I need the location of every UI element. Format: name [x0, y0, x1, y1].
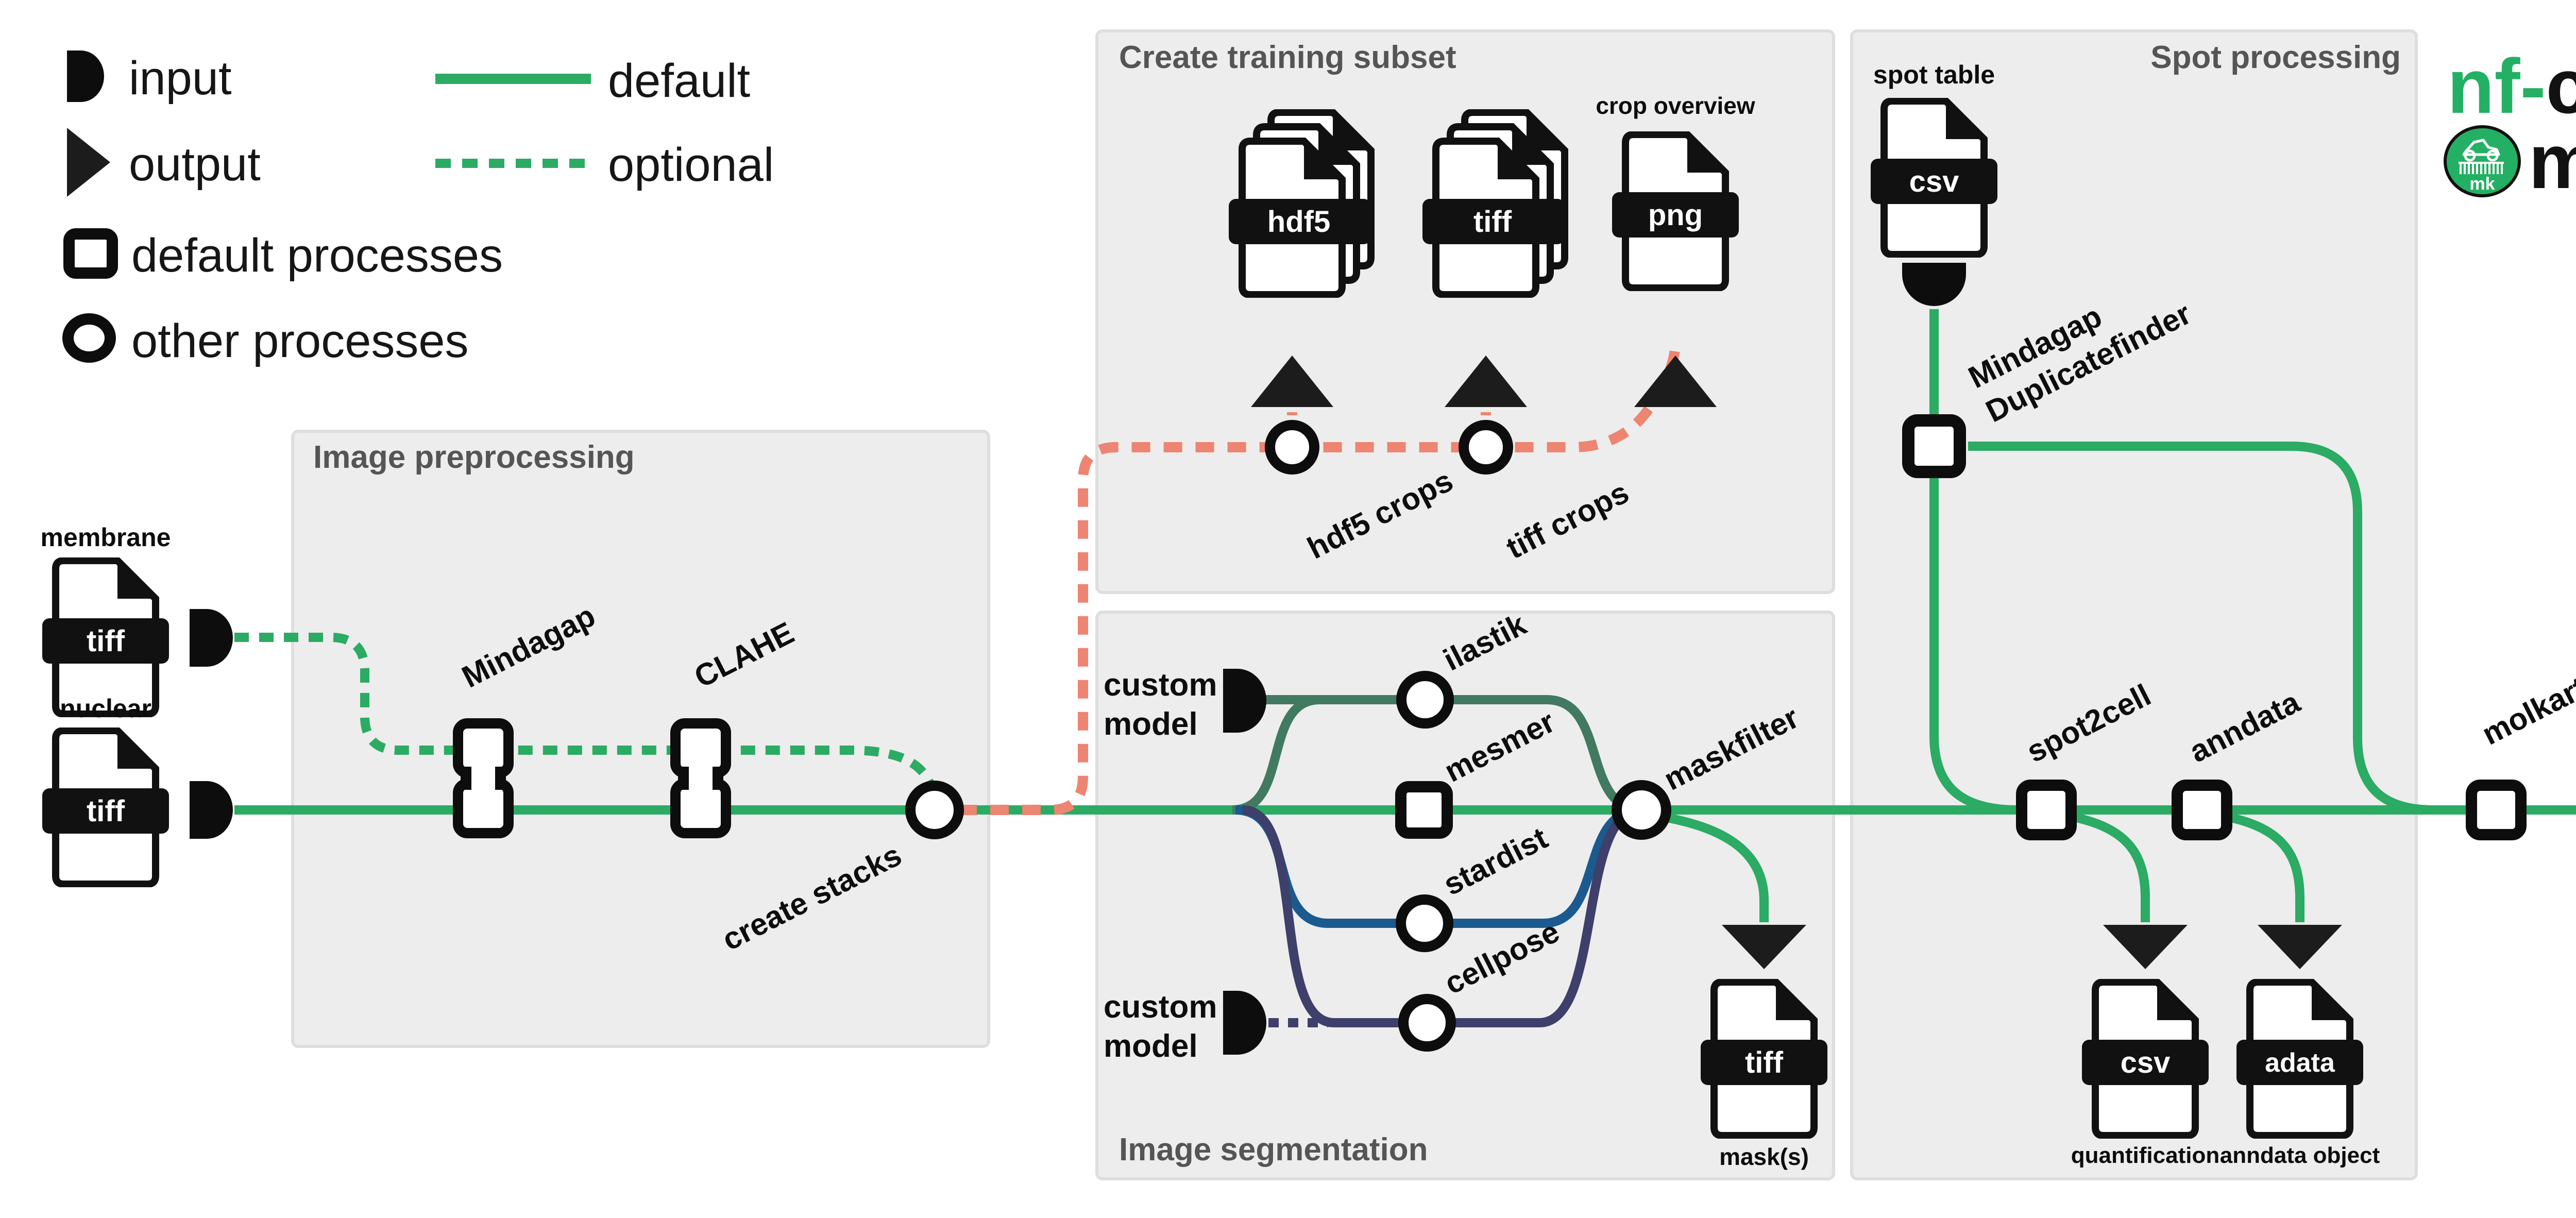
custom-model-top-line2: model	[1104, 706, 1198, 742]
tiff-crops-file-icon: tiff	[1422, 109, 1568, 298]
node-stardist	[1396, 894, 1453, 952]
panel-image-preprocessing	[291, 430, 990, 1048]
node-mindagap-duplicatefinder	[1902, 414, 1966, 478]
hdf5-crops-file-icon: hdf5	[1229, 109, 1375, 298]
nuclear-input-glyph	[190, 781, 233, 839]
edge-duplicatefinder-right	[1968, 442, 2434, 815]
custom-model-bottom-line1: custom	[1104, 989, 1217, 1025]
edge-optional-membrane	[234, 633, 939, 809]
nuclear-caption: nuclear	[60, 694, 151, 723]
quantification-csv-file-icon: csv	[2082, 979, 2209, 1139]
edge-spot2cell-quantification	[2062, 810, 2150, 922]
legend-optional-line	[435, 159, 591, 168]
title-create-training-subset: Create training subset	[1119, 40, 1456, 75]
legend-input-label: input	[129, 52, 232, 105]
title-image-preprocessing: Image preprocessing	[313, 439, 635, 475]
molkart-badge-text: mk	[2469, 174, 2495, 194]
legend-default-line	[435, 74, 591, 84]
hdf5-ext-label: hdf5	[1267, 205, 1330, 239]
legend-output-label: output	[129, 138, 261, 191]
nuclear-ext-label: tiff	[87, 794, 125, 828]
masks-ext-label: tiff	[1745, 1046, 1784, 1079]
molkart-badge-icon: mk	[2444, 125, 2521, 197]
quantification-ext-label: csv	[2121, 1046, 2171, 1079]
node-maskfilter	[1612, 780, 1671, 840]
legend-other-processes-label: other processes	[131, 315, 469, 367]
custom-model-bottom-label: custom model	[1104, 988, 1217, 1066]
molkart-logo-text: molkart	[2529, 118, 2576, 205]
edge-ilastik-connector	[1232, 695, 1320, 815]
nfcore-logo-text: nf-core/	[2447, 47, 2576, 125]
title-image-segmentation: Image segmentation	[1119, 1132, 1428, 1168]
membrane-input-glyph	[190, 609, 233, 667]
anndata-ext-label: adata	[2265, 1048, 2335, 1078]
quantification-caption: quantification	[2071, 1143, 2220, 1168]
node-anndata	[2172, 780, 2232, 840]
node-mindagap-neck	[461, 767, 506, 790]
edge-anndata-object	[2216, 810, 2304, 922]
title-spot-processing: Spot processing	[2150, 40, 2401, 75]
edge-training-salmon	[958, 342, 1681, 815]
png-ext-label: png	[1648, 198, 1703, 232]
custom-model-bottom-line2: model	[1104, 1028, 1198, 1064]
nfcore-logo-nf: nf-	[2447, 43, 2546, 129]
node-mindagap	[453, 718, 514, 838]
membrane-ext-label: tiff	[87, 624, 125, 658]
node-spot2cell	[2016, 780, 2077, 840]
masks-caption: mask(s)	[1719, 1143, 1809, 1170]
node-molkartqc	[2466, 780, 2527, 840]
nfcore-logo-core: core/	[2546, 43, 2576, 129]
spot-table-ext-label: csv	[1909, 165, 1959, 198]
custom-model-top-label: custom model	[1104, 666, 1217, 744]
legend-default-process-icon	[63, 228, 118, 279]
node-create-stacks	[905, 781, 964, 839]
node-clahe-neck	[678, 767, 723, 790]
membrane-caption: membrane	[40, 523, 171, 552]
legend-input-icon	[67, 50, 104, 102]
membrane-tiff-file-icon: tiff	[42, 557, 169, 717]
anndata-object-caption: anndata object	[2219, 1143, 2380, 1168]
node-ilastik	[1396, 671, 1454, 729]
masks-tiff-file-icon: tiff	[1701, 979, 1827, 1139]
custom-model-top-line1: custom	[1104, 667, 1217, 703]
crop-overview-caption: crop overview	[1596, 92, 1755, 119]
node-mesmer	[1395, 781, 1453, 839]
edge-maskfilter-masks	[1650, 810, 1769, 922]
legend-optional-label: optional	[608, 139, 774, 191]
legend-default-processes-label: default processes	[131, 229, 503, 282]
node-clahe	[670, 718, 731, 838]
edge-duplicatefinder-down	[1929, 478, 2018, 815]
legend-other-process-icon	[62, 313, 116, 363]
node-tiff-crops	[1459, 420, 1513, 475]
png-file-icon: png	[1612, 131, 1739, 291]
nuclear-tiff-file-icon: tiff	[42, 728, 169, 887]
legend-default-label: default	[608, 55, 751, 107]
node-hdf5-crops	[1265, 420, 1319, 475]
spot-table-caption: spot table	[1873, 60, 1995, 89]
tiffcrops-ext-label: tiff	[1473, 205, 1512, 239]
anndata-adata-file-icon: adata	[2236, 979, 2363, 1139]
spot-table-csv-file-icon: csv	[1871, 98, 1997, 258]
node-cellpose	[1398, 994, 1456, 1052]
